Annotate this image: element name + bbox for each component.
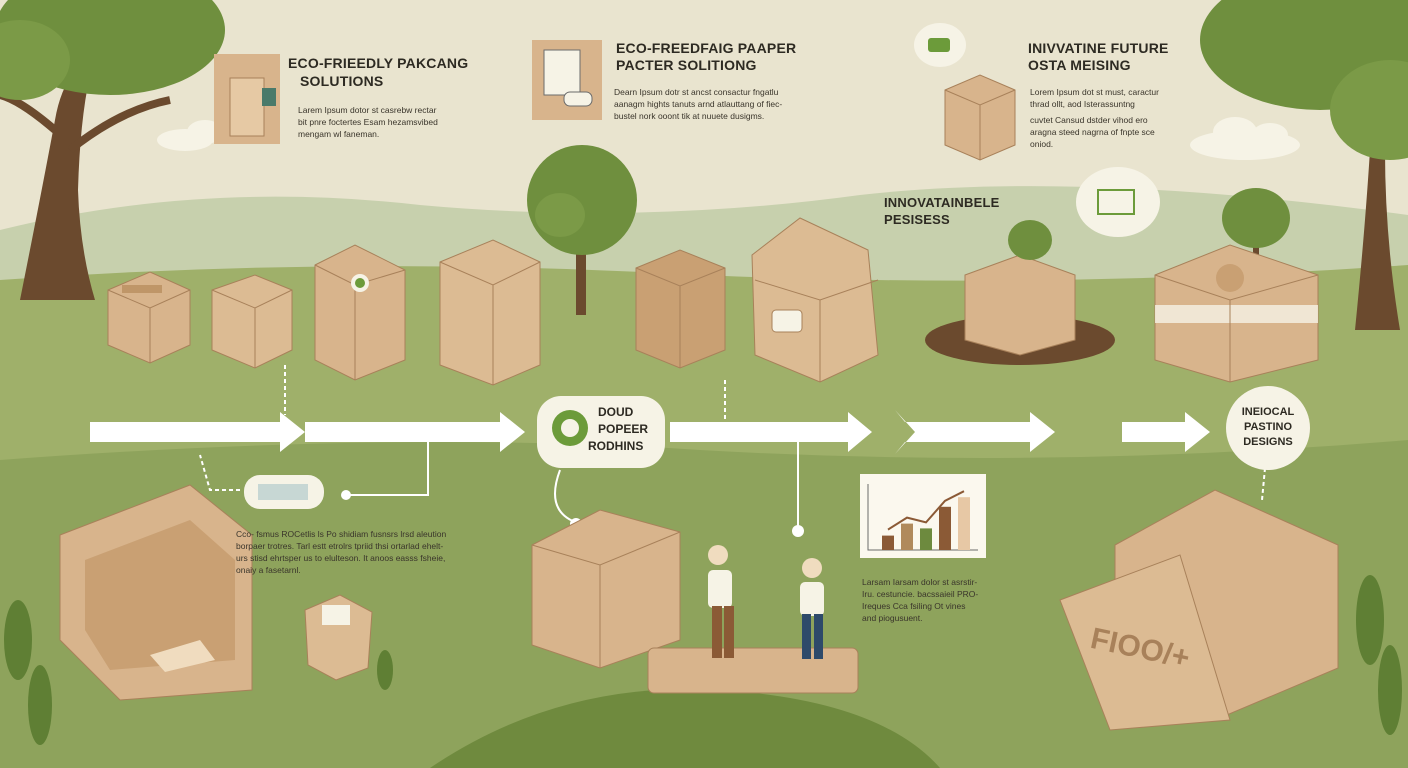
lower-right-note-line4: and piogusuent. — [862, 613, 923, 623]
grassy-mound — [430, 688, 940, 768]
panel2-document-illustration — [532, 40, 602, 120]
panel3-title-line2: OSTA MEISING — [1028, 57, 1131, 73]
box-6 — [751, 217, 879, 383]
box-5 — [635, 249, 726, 369]
box-row — [107, 217, 1319, 386]
box-3 — [314, 244, 406, 381]
box-4 — [439, 239, 541, 386]
chart-bar — [901, 523, 913, 550]
arrow-1 — [90, 412, 305, 452]
lower-right-note-line2: Iru. cestuncie. bacssaieil PRO- — [862, 589, 979, 599]
panel3-body-line3: cuvtet Cansud dstder vihod ero — [1030, 115, 1148, 125]
bubble-right-line2: PASTINO — [1243, 421, 1293, 433]
person-right — [800, 558, 824, 659]
lower-left-note-line3: urs stisd ehrtsper us to elulteson. It a… — [236, 553, 446, 563]
bubble-center-line3: RODHINS — [588, 439, 644, 453]
panel2-body-line1: Dearn Ipsum dotr st ancst consactur fnga… — [614, 87, 779, 97]
arrow-5 — [1122, 412, 1210, 452]
box-2 — [211, 274, 293, 369]
panel1-body-line3: mengam wl faneman. — [298, 129, 380, 139]
panel2-title-line1: ECO-FREEDFAIG PAAPER — [616, 40, 797, 56]
arrow-4 — [895, 410, 1055, 454]
stacked-boxes — [1154, 244, 1319, 383]
lower-right-note-line1: Larsam Iarsam dolor st asrstir- — [862, 577, 978, 587]
center-bottom-box — [531, 509, 681, 669]
right-tree — [1200, 0, 1408, 330]
chart-bar — [939, 506, 951, 550]
bubble-right — [1226, 386, 1310, 470]
innovative-label-line2: PESISESS — [884, 212, 950, 227]
panel3-body-line1: Lorem Ipsum dot st must, caractur — [1030, 87, 1159, 97]
arrow-3 — [670, 412, 872, 452]
process-arrows — [90, 410, 1210, 454]
box-1 — [107, 271, 191, 364]
panel1-body-line1: Larem Ipsum dotor st casrebw rectar — [298, 105, 437, 115]
left-tree — [0, 0, 225, 300]
panel3-body-line2: thrad ollt, aod Isterassuntng — [1030, 99, 1135, 109]
chart-trend-line — [887, 490, 965, 531]
middle-tree — [527, 145, 637, 315]
open-tray-box — [59, 484, 253, 701]
foliage — [4, 575, 1402, 745]
bubble-center-line1: DOUD — [598, 405, 634, 419]
shipping-box-right — [1059, 489, 1339, 731]
recycle-icon — [552, 410, 588, 446]
wooden-platform — [647, 647, 859, 694]
chart-bar — [882, 535, 894, 550]
lower-left-note-line2: borpaer trotres. Tarl estt etrolrs tprii… — [236, 541, 444, 551]
panel1-bag-illustration — [214, 54, 280, 144]
panel1-title-line1: ECO-FRIEEDLY PAKCANG — [288, 55, 469, 71]
panel3-box-illustration — [914, 23, 1016, 161]
panel3-body-line4: aragna steed nagrna of fnpte sce — [1030, 127, 1155, 137]
panel1-title-line2: SOLUTIONS — [300, 73, 384, 89]
panel2-body-line3: bustel nork ooont tik at nuuete dusigms. — [614, 111, 765, 121]
panel2-body-line2: aanagm hights tanuts arnd atlauttang of … — [614, 99, 783, 109]
bubble-right-line3: DESIGNS — [1243, 436, 1293, 448]
chart-bars — [867, 484, 978, 551]
panel3-body-line5: oniod. — [1030, 139, 1054, 149]
panel3-title-line1: INIVVATINE FUTURE — [1028, 40, 1169, 56]
lower-left-note-line1: Cco- fsmus ROCetlis ls Po shidiam fusnsr… — [236, 529, 447, 539]
innovative-label-line1: INNOVATAINBELE — [884, 195, 1000, 210]
chart-bar — [958, 497, 970, 550]
lower-right-note-line3: Ireques Cca fsiling Ot vines — [862, 601, 966, 611]
foreground-grass — [0, 440, 1408, 768]
person-left — [708, 545, 734, 658]
panel2-title-line2: PACTER SOLITIONG — [616, 57, 757, 73]
small-box-bottom — [304, 594, 373, 681]
connector-lines — [199, 365, 1266, 530]
arrow-2 — [305, 412, 525, 452]
small-tree — [1222, 188, 1290, 275]
bubble-center-line2: POPEER — [598, 422, 649, 436]
lower-left-note-line4: onaiy a fasetarnl. — [236, 565, 301, 575]
bubble-right-line1: INEIOCAL — [1241, 406, 1295, 418]
composting-box — [925, 220, 1115, 365]
chart-bar — [920, 528, 932, 550]
panel1-body-line2: bit pnre foctertes Esam hezamsvibed — [298, 117, 438, 127]
